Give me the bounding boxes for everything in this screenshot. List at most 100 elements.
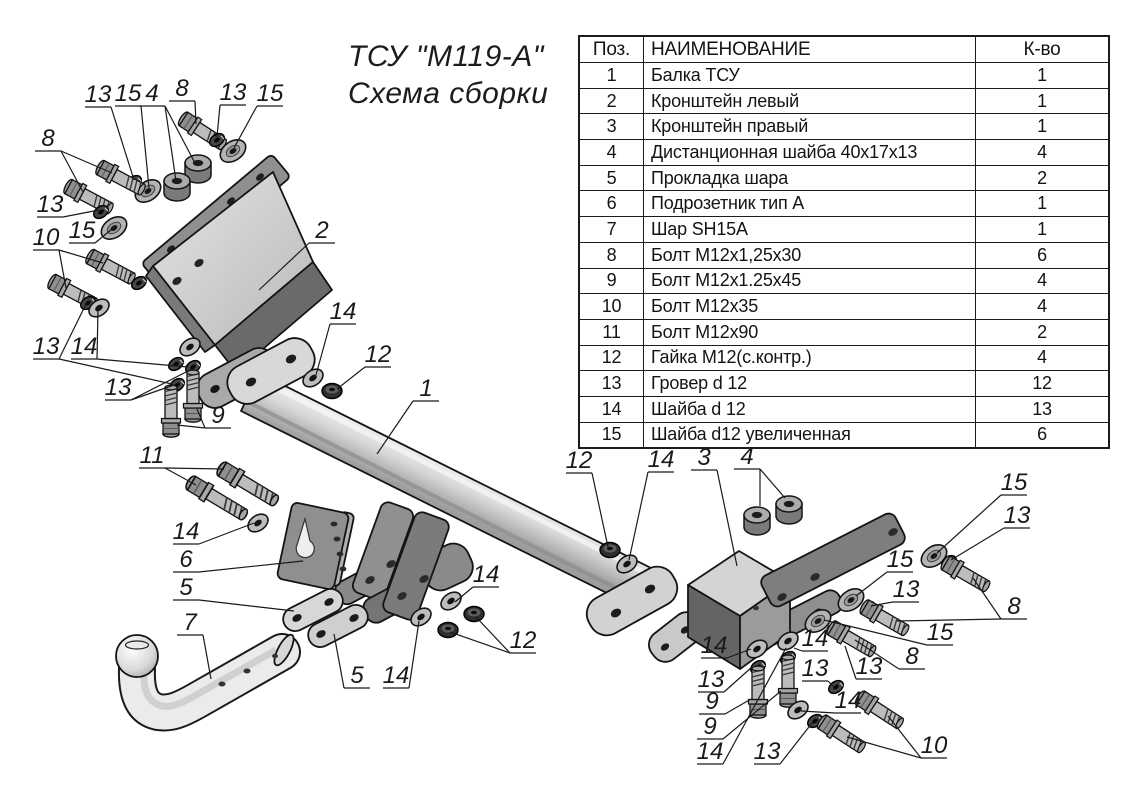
keyhole (295, 516, 315, 559)
bolt-icon (82, 246, 139, 289)
callout-label: 4 (740, 443, 753, 470)
bolt-icon (174, 108, 231, 155)
cell-qty: 2 (975, 164, 1110, 192)
callout-label: 13 (105, 374, 132, 401)
leader-line (58, 358, 173, 385)
leader-line (722, 647, 787, 765)
cell-qty: 6 (975, 421, 1110, 449)
leader-line (198, 560, 304, 573)
cell-pos: 6 (578, 190, 644, 218)
leader-line (336, 366, 366, 390)
cell-name: Дистанционная шайба 40х17х13 (643, 139, 976, 166)
leader-line (164, 105, 177, 182)
callout-label: 13 (33, 333, 60, 360)
cell-pos: 3 (578, 113, 644, 141)
callout-label: 10 (33, 224, 60, 251)
cell-name: Подрозетник тип А (643, 190, 976, 218)
callout-label: 15 (927, 619, 954, 646)
callout-label: 8 (41, 125, 55, 152)
leader-line (716, 469, 738, 567)
callout-label: 13 (85, 81, 112, 108)
callout-label: 10 (921, 732, 948, 759)
beam-part-1 (240, 372, 659, 610)
callout-label: 9 (211, 402, 224, 429)
cell-pos: 7 (578, 216, 644, 243)
callout-label: 14 (330, 298, 357, 325)
cell-name: Шайба d 12 (643, 395, 976, 423)
callout-label: 14 (648, 446, 675, 473)
leader-line (164, 467, 197, 486)
col-header-name: НАИМЕНОВАНИЕ (643, 35, 976, 63)
leader-line (855, 571, 888, 597)
callout-label: 5 (179, 574, 193, 601)
leader-line (800, 710, 836, 714)
cell-qty: 2 (975, 318, 1110, 346)
callout-label: 9 (705, 688, 718, 715)
callout-label: 12 (365, 341, 392, 368)
washer-icon (243, 509, 273, 537)
cell-pos: 9 (578, 267, 644, 295)
leader-line (110, 106, 135, 181)
leader-line (793, 647, 803, 652)
cell-qty: 1 (975, 216, 1110, 243)
cell-qty: 4 (975, 293, 1110, 320)
cell-qty: 6 (975, 241, 1110, 269)
washer-icon (436, 587, 466, 615)
cell-pos: 15 (578, 421, 644, 449)
callout-label: 13 (37, 191, 64, 218)
bolt-hole (194, 258, 204, 268)
leader-line (887, 715, 922, 759)
leader-line (130, 368, 193, 401)
drawing-title: ТСУ "М119-А" Схема сборки (348, 38, 578, 112)
leader-line (844, 645, 857, 680)
callout-label: 14 (473, 561, 500, 588)
leader-line (449, 631, 511, 654)
nut-icon (599, 541, 621, 559)
cell-name: Кронштейн правый (643, 113, 976, 141)
leader-line (628, 471, 649, 561)
cell-qty: 4 (975, 139, 1110, 166)
bolt-hole (256, 173, 264, 181)
center-bracket (334, 501, 474, 624)
lock-washer-icon (165, 354, 187, 374)
callout-label: 15 (257, 80, 284, 107)
col-header-qty: К-во (975, 35, 1110, 63)
leader-line (846, 736, 922, 759)
socket-plate-part-6 (276, 502, 355, 590)
callout-label: 12 (510, 627, 537, 654)
cell-pos: 10 (578, 293, 644, 320)
spacer-washer-icon (743, 506, 771, 536)
cell-pos: 11 (578, 318, 644, 346)
callout-label: 9 (703, 713, 716, 740)
cell-qty: 1 (975, 62, 1110, 89)
table-header-row: Поз. НАИМЕНОВАНИЕ К-во (578, 35, 1110, 63)
callout-label: 13 (1004, 502, 1031, 529)
left-bracket-part-2 (142, 155, 333, 373)
cell-pos: 4 (578, 139, 644, 166)
leader-line (258, 242, 310, 291)
nut-icon (463, 605, 485, 623)
leader-line (854, 639, 900, 670)
callout-label: 4 (145, 80, 158, 107)
callout-label: 14 (802, 625, 829, 652)
callout-label: 14 (383, 662, 410, 689)
cell-pos: 14 (578, 395, 644, 423)
callout-label: 14 (701, 632, 728, 659)
leader-line (164, 105, 197, 166)
leader-line (62, 209, 100, 218)
cell-pos: 8 (578, 241, 644, 269)
cell-qty: 1 (975, 190, 1110, 218)
leader-line (950, 527, 1005, 561)
